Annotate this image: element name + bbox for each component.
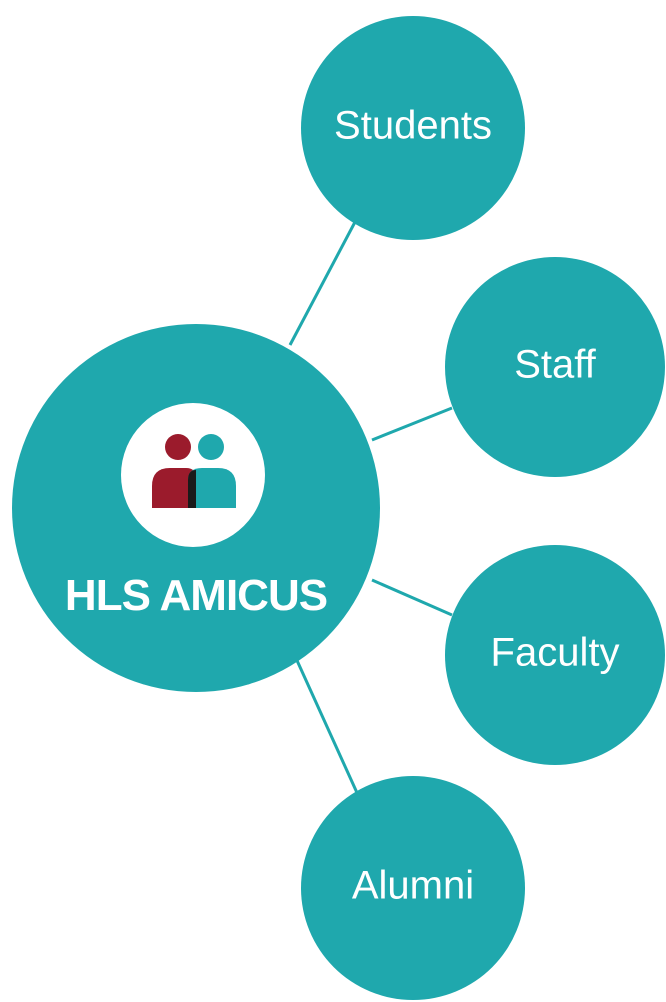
node-students: Students [301,16,525,240]
node-staff: Staff [445,257,665,477]
faculty-label: Faculty [491,631,620,675]
people-icon [152,434,236,508]
connector-alumni [288,644,360,796]
node-faculty: Faculty [445,545,665,765]
students-circle [301,16,525,240]
staff-circle [445,257,665,477]
logo [121,403,265,547]
connector-staff [371,406,453,442]
faculty-circle [445,545,665,765]
connector-students [288,221,357,346]
connector-faculty [371,578,453,617]
brand-name: HLS AMICUS [65,571,327,620]
students-label: Students [334,104,492,148]
hub-node: HLS AMICUS [12,324,380,692]
alumni-label: Alumni [352,864,474,908]
node-alumni: Alumni [301,776,525,1000]
staff-label: Staff [514,343,596,387]
alumni-circle [301,776,525,1000]
